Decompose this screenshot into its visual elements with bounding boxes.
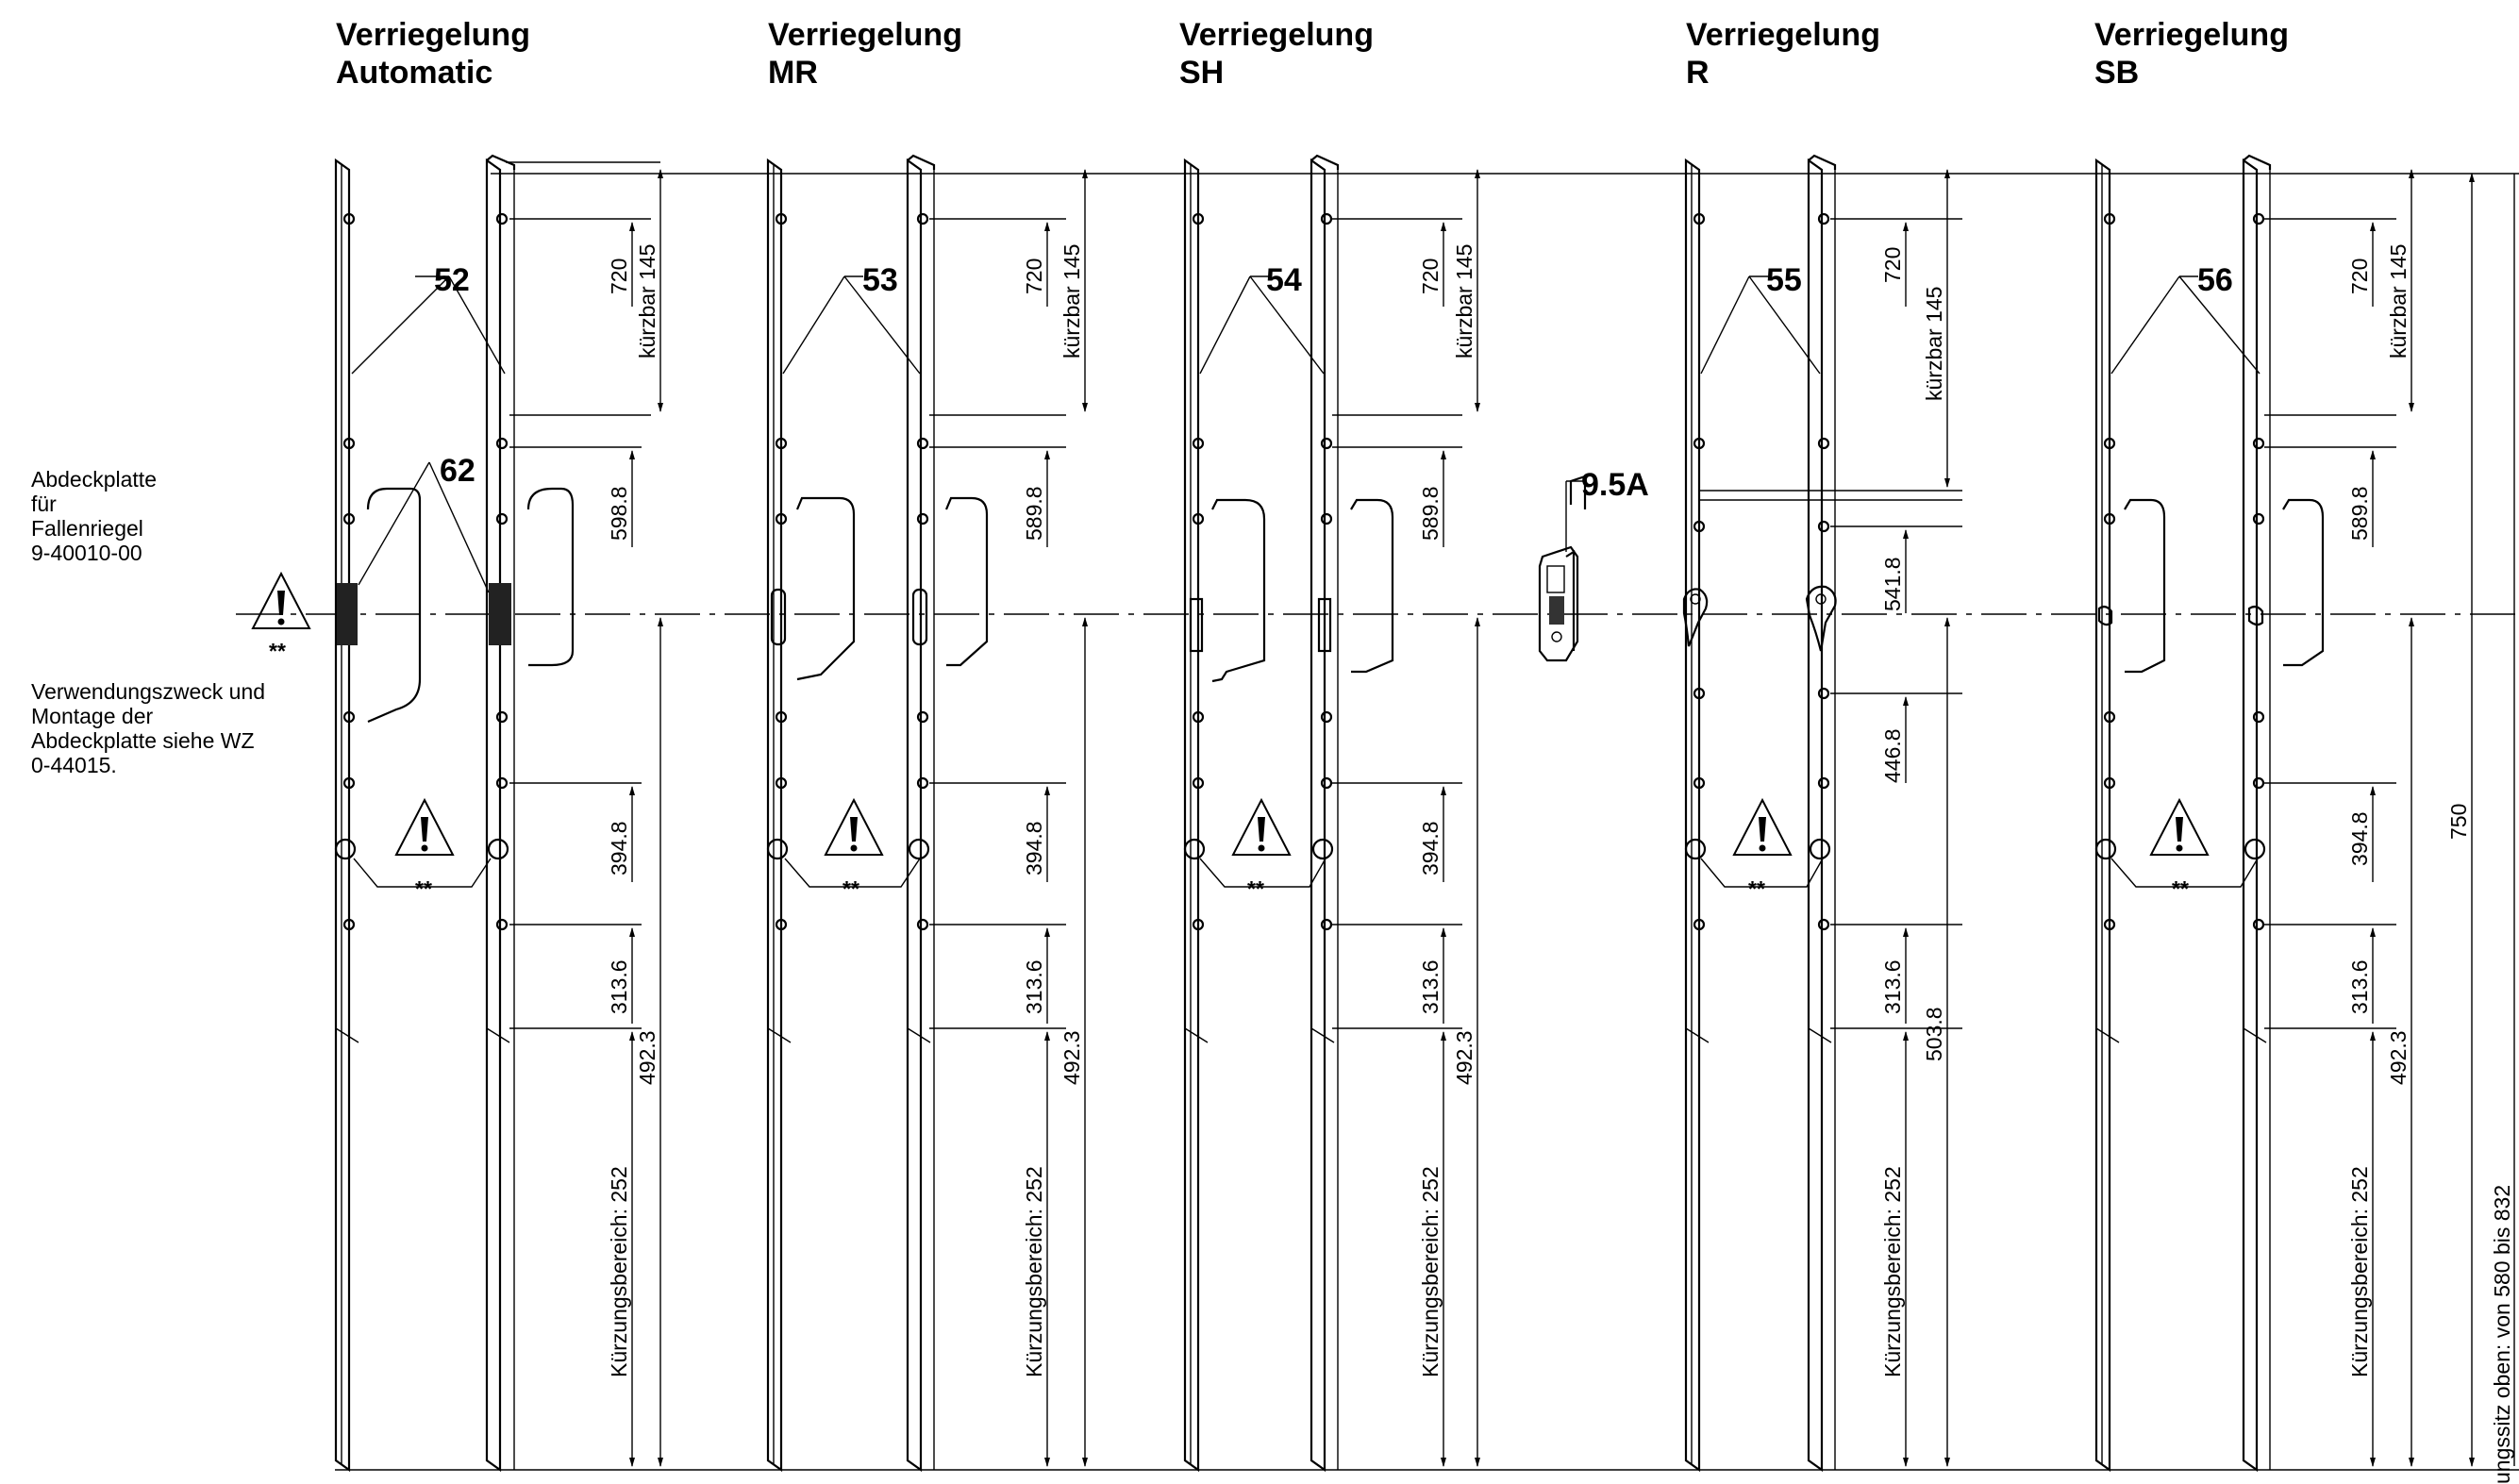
dim-492: 492.3 <box>1059 1030 1084 1085</box>
dim-seat: ungssitz oben: von 580 bis 832 <box>2490 1185 2514 1484</box>
cover-plate-note: Abdeckplatte für Fallenriegel 9-40010-00 <box>31 467 157 565</box>
dim-394: 394.8 <box>2347 811 2372 866</box>
dim-313: 313.6 <box>1418 959 1443 1014</box>
lock-bar-left <box>766 158 856 1473</box>
dim-720: 720 <box>607 258 631 294</box>
dim-range: Kürzungsbereich: 252 <box>1880 1166 1905 1377</box>
keeper-callout: 9.5A <box>1581 467 1649 503</box>
dim-720: 720 <box>2347 258 2372 294</box>
dim-503: 503.8 <box>1922 1007 1946 1061</box>
dim-range: Kürzungsbereich: 252 <box>1022 1166 1046 1377</box>
dim-394: 394.8 <box>1418 821 1443 875</box>
dim-394: 394.8 <box>1022 821 1046 875</box>
warning-icon <box>395 799 454 856</box>
dim-range: Kürzungsbereich: 252 <box>1418 1166 1443 1377</box>
usage-note: Verwendungszweck und Montage der Abdeckp… <box>31 679 265 777</box>
note-line: für <box>31 492 57 516</box>
lock-bar-left <box>2094 158 2166 1473</box>
warning-marker: ** <box>415 876 432 901</box>
note-line: Abdeckplatte <box>31 467 157 492</box>
dim-kurzbar: kürzbar 145 <box>2386 244 2411 358</box>
section-subtitle: SH <box>1179 55 1224 91</box>
dim-kurzbar: kürzbar 145 <box>635 244 659 358</box>
dim-upper: 589.8 <box>2347 486 2372 541</box>
section-title: Verriegelung <box>2094 17 2289 53</box>
dim-541: 541.8 <box>1880 557 1905 611</box>
dim-313: 313.6 <box>607 959 631 1014</box>
left-warning-icon <box>252 573 310 629</box>
section-subtitle: SB <box>2094 55 2139 91</box>
note-line: Abdeckplatte siehe WZ <box>31 728 255 753</box>
dim-750: 750 <box>2446 804 2471 840</box>
lock-bar-left <box>1183 158 1266 1473</box>
callout-label: 53 <box>862 262 898 298</box>
section-sh: Verriegelung SH 54 <box>1179 17 1480 1473</box>
warning-marker: ** <box>842 876 859 901</box>
note-line: 9-40010-00 <box>31 541 142 565</box>
lock-bar-left <box>334 158 422 1473</box>
callout-label: 52 <box>434 262 470 298</box>
warning-marker: ** <box>1247 876 1264 901</box>
warning-icon <box>1232 799 1291 856</box>
lock-bar-left <box>1682 158 1710 1473</box>
note-line: Fallenriegel <box>31 516 143 541</box>
warning-marker: ** <box>1748 876 1765 901</box>
lock-bar-right <box>485 154 575 1473</box>
dim-kurzbar: kürzbar 145 <box>1059 244 1084 358</box>
latch-cover-callout: 62 <box>440 453 475 489</box>
dim-492: 492.3 <box>2386 1030 2411 1085</box>
dim-range: Kürzungsbereich: 252 <box>607 1166 631 1377</box>
section-r: Verriegelung R 55 <box>1682 17 1962 1473</box>
dim-313: 313.6 <box>1022 959 1046 1014</box>
warning-marker: ** <box>2172 876 2189 901</box>
section-mr: Verriegelung MR 53 <box>766 17 1088 1473</box>
section-title: Verriegelung <box>1179 17 1374 53</box>
overall-dimensions: 750 ungssitz oben: von 580 bis 832 <box>2446 173 2515 1484</box>
section-automatic: Verriegelung Automatic 5 <box>334 17 663 1473</box>
callout-label: 55 <box>1766 262 1802 298</box>
dim-range: Kürzungsbereich: 252 <box>2347 1166 2372 1377</box>
callout-label: 56 <box>2197 262 2233 298</box>
section-title: Verriegelung <box>336 17 530 53</box>
dim-492: 492.3 <box>1452 1030 1476 1085</box>
dim-492: 492.3 <box>635 1030 659 1085</box>
note-line: 0-44015. <box>31 753 117 777</box>
dim-313: 313.6 <box>1880 959 1905 1014</box>
section-subtitle: Automatic <box>336 55 492 91</box>
dim-upper: 598.8 <box>607 486 631 541</box>
dim-720: 720 <box>1418 258 1443 294</box>
dim-upper: 589.8 <box>1022 486 1046 541</box>
keeper-9-5a: 9.5A <box>1538 467 1649 662</box>
lock-bar-right <box>1310 154 1394 1473</box>
callout-label: 54 <box>1266 262 1302 298</box>
warning-icon <box>825 799 883 856</box>
section-subtitle: R <box>1686 55 1710 91</box>
warning-marker: ** <box>269 639 286 663</box>
section-title: Verriegelung <box>1686 17 1880 53</box>
dim-kurzbar: kürzbar 145 <box>1452 244 1476 358</box>
warning-icon <box>2150 799 2209 856</box>
dim-394: 394.8 <box>607 821 631 875</box>
dim-720: 720 <box>1880 247 1905 283</box>
lock-bar-right <box>1805 154 1837 1473</box>
dim-313: 313.6 <box>2347 959 2372 1014</box>
lock-bar-right <box>906 154 989 1473</box>
dim-kurzbar: kürzbar 145 <box>1922 287 1946 401</box>
lock-bar-right <box>2242 154 2325 1473</box>
dim-446: 446.8 <box>1880 728 1905 783</box>
section-title: Verriegelung <box>768 17 962 53</box>
dim-upper: 589.8 <box>1418 486 1443 541</box>
note-line: Montage der <box>31 704 153 728</box>
section-sb: Verriegelung SB 56 <box>2094 17 2414 1473</box>
note-line: Verwendungszweck und <box>31 679 265 704</box>
warning-icon <box>1733 799 1792 856</box>
dim-720: 720 <box>1022 258 1046 294</box>
section-subtitle: MR <box>768 55 818 91</box>
